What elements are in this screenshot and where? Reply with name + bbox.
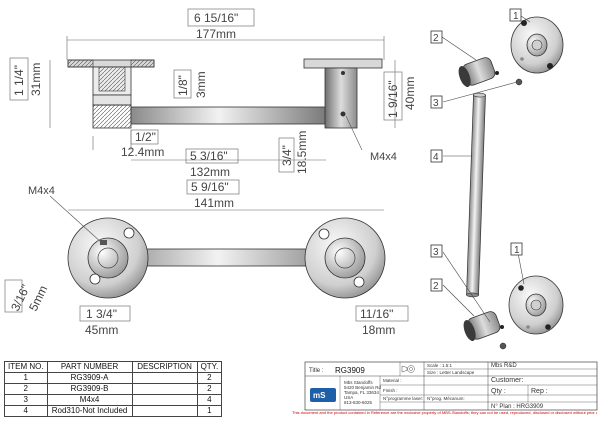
rod-length-in: 5 3/16" (190, 149, 228, 163)
finish-label: Finish : (383, 388, 398, 393)
sheet-size: Size : Letter Landscape (427, 370, 475, 375)
company-line-4: USA (344, 395, 353, 400)
balloon-bottom-1 (510, 242, 523, 256)
bom-cell-part: M4x4 (46, 394, 133, 406)
bill-of-materials: ITEM NO. PART NUMBER DESCRIPTION QTY. 1 … (4, 361, 223, 417)
customer-label: Customer: (491, 377, 523, 384)
bom-row: 2 RG3909-B 2 (4, 383, 223, 395)
bom-cell-part: RG3909-B (46, 383, 133, 395)
balloon-top-1-label: 1 (513, 11, 519, 22)
base-width-in: 1 3/4" (86, 307, 117, 321)
front-view: 5 9/16" 141mm M4x4 3/16" 5mm 1 3/4" 45mm… (4, 179, 409, 337)
boss-width-mm: 18mm (362, 323, 395, 337)
material-label: Material : (383, 378, 402, 383)
bom-cell-item: 1 (4, 372, 48, 384)
bom-header-qty: QTY. (196, 361, 223, 373)
balloon-top-2-label: 2 (433, 33, 439, 44)
bom-cell-part: Rod310-Not Included (46, 405, 133, 417)
bom-header-item: ITEM NO. (4, 361, 48, 373)
company-line-2: 5420 Benjamin Rd (344, 385, 382, 390)
bom-header-row: ITEM NO. PART NUMBER DESCRIPTION QTY. (4, 361, 223, 373)
svg-text:mS: mS (313, 391, 326, 400)
balloon-top-3-label: 3 (433, 98, 439, 109)
screw-label-side: M4x4 (370, 151, 397, 163)
balloon-bottom-2-label: 2 (433, 281, 439, 292)
prog-mecanum-label: N°prog. Mécanum: (427, 396, 465, 401)
edge-in: 1/8" (176, 75, 190, 96)
side-view: 6 15/16" 177mm M4x4 1 1/4" 31mm 1/8" 3mm… (9, 8, 417, 179)
bom-header-desc: DESCRIPTION (131, 361, 198, 373)
bom-cell-qty: 2 (196, 383, 223, 395)
scale: Scale : 1.5:1 (427, 363, 453, 368)
exploded-view: 2 1 3 4 3 1 2 (430, 8, 564, 350)
title-label: Title : (309, 368, 324, 374)
height-in: 1 1/4" (12, 65, 26, 96)
boss-width-in: 11/16" (360, 307, 393, 321)
bom-row: 1 RG3909-A 2 (4, 372, 223, 384)
height-mm: 31mm (29, 63, 43, 96)
balloon-bottom-1-label: 1 (514, 245, 520, 256)
rod-length-mm: 132mm (190, 165, 230, 179)
post-height-mm: 40mm (403, 77, 417, 110)
prog-laser-label: N°programme laser: (383, 396, 423, 401)
bom-cell-part: RG3909-A (46, 372, 133, 384)
bom-cell-desc (131, 372, 198, 384)
plan-number: N° Plan : HRG3909 (491, 404, 544, 410)
front-width-mm: 141mm (194, 196, 234, 210)
base-width-mm: 45mm (85, 323, 118, 337)
title-value: RG3909 (335, 366, 365, 375)
balloon-top-3 (430, 95, 443, 109)
edge-mm: 3mm (194, 71, 208, 98)
bom-header-part: PART NUMBER (46, 361, 133, 373)
balloon-rod-4-label: 4 (433, 152, 439, 163)
offset-in: 1/2" (135, 130, 156, 144)
bom-cell-item: 4 (4, 405, 48, 417)
qty-label: Qty : (491, 388, 506, 395)
offset-mm: 12.4mm (121, 145, 164, 159)
rod-height-in: 3/4" (280, 145, 294, 166)
balloon-bottom-3-label: 3 (433, 247, 439, 258)
bom-cell-desc (131, 383, 198, 395)
bom-cell-qty: 2 (196, 372, 223, 384)
rep-label: Rep : (531, 388, 548, 395)
title-block: Title : RG3909 Scale : 1.5:1 Size : Lett… (304, 361, 598, 411)
mbs-rd: Mbs R&D (491, 363, 517, 369)
balloon-top-1 (509, 8, 522, 22)
balloon-bottom-3 (430, 244, 443, 258)
overall-width-in: 6 15/16" (194, 11, 238, 25)
bom-cell-qty: 1 (196, 405, 223, 417)
bom-row: 3 M4x4 4 (4, 394, 223, 406)
balloon-top-2 (430, 30, 443, 44)
front-width-in: 5 9/16" (191, 180, 229, 194)
balloon-rod-4 (430, 149, 443, 163)
bom-row: 4 Rod310-Not Included 1 (4, 405, 223, 417)
screw-label-front: M4x4 (28, 185, 55, 197)
company-logo: mS (310, 388, 336, 402)
rod-height-mm: 18.5mm (295, 131, 309, 174)
bom-cell-item: 3 (4, 394, 48, 406)
bom-cell-desc (131, 394, 198, 406)
balloon-bottom-2 (430, 278, 443, 292)
copyright-notice: This document and the product contained … (292, 410, 597, 415)
bom-cell-item: 2 (4, 383, 48, 395)
overall-width-mm: 177mm (196, 27, 236, 41)
company-line-3: Tampa, FL 33634 (344, 390, 379, 395)
company-line-5: 813-630-6025 (344, 400, 373, 405)
bom-cell-qty: 4 (196, 394, 223, 406)
projection-symbol-icon (401, 365, 415, 373)
post-height-in: 1 9/16" (386, 80, 400, 118)
company-line-1: Mbs Standoffs (344, 380, 373, 385)
bom-cell-desc (131, 405, 198, 417)
